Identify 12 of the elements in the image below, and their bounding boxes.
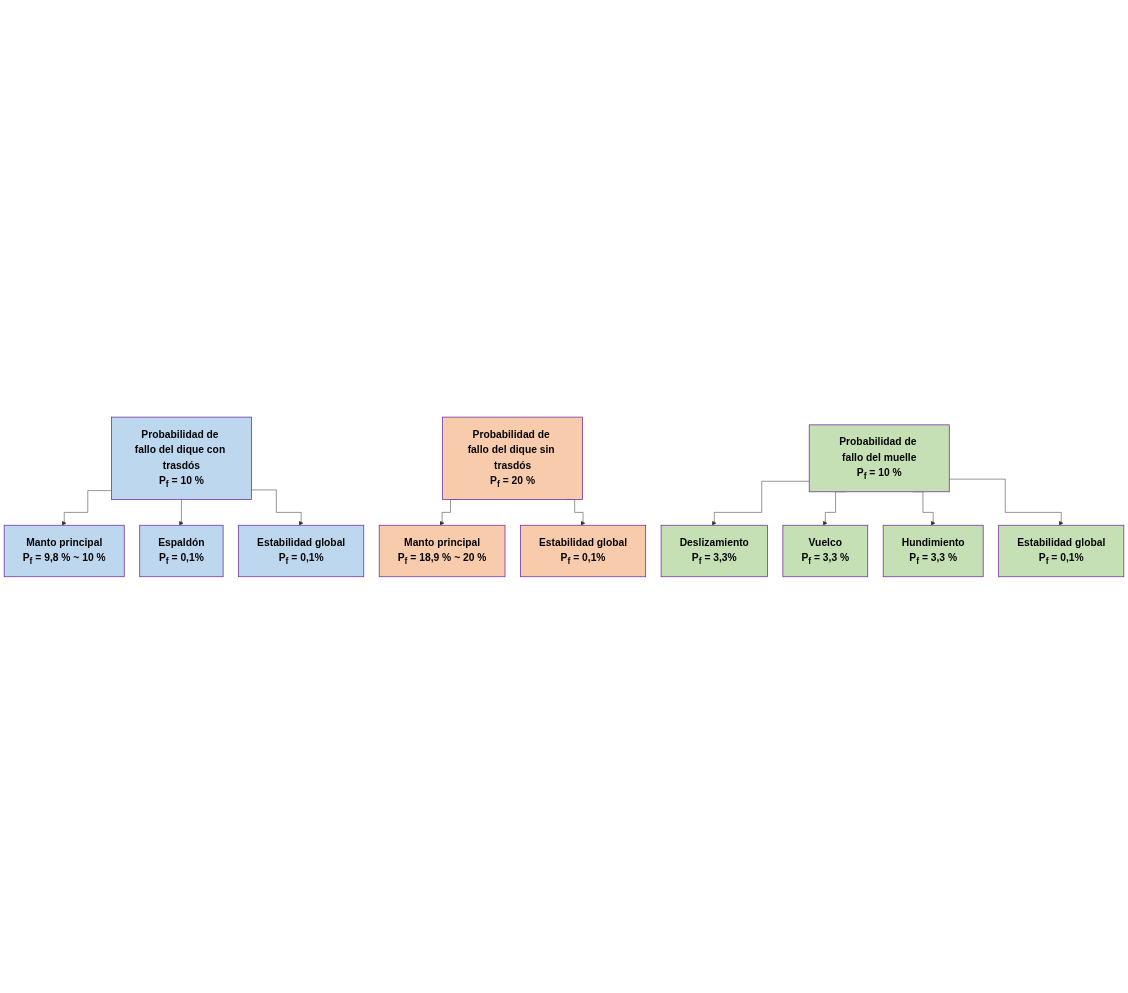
node-box: Hundimiento P$_{f}$ = 3,3 % bbox=[882, 524, 984, 577]
node-box: Manto principal P$_{f}$ = 18,9 % ~ 20 % bbox=[378, 524, 506, 577]
node-box: Manto principal P$_{f}$ = 9,8 % ~ 10 % bbox=[3, 524, 125, 577]
node-box: Vuelco P$_{f}$ = 3,3 % bbox=[782, 524, 869, 577]
node-box: Probabilidad de fallo del dique sin trasdós P$_{f}$ = 20 % bbox=[442, 416, 583, 500]
node-box: Probabilidad de fallo del dique con trasdós P$_{f}$ = 10 % bbox=[111, 416, 252, 500]
node-box: Probabilidad de fallo del muelle P$_{f}$ = 10 % bbox=[808, 424, 950, 492]
node-box: Estabilidad global P$_{f}$ = 0,1% bbox=[520, 524, 647, 577]
node-box: Deslizamiento P$_{f}$ = 3,3% bbox=[660, 524, 768, 577]
node-box: Estabilidad global P$_{f}$ = 0,1% bbox=[998, 524, 1125, 577]
node-box: Estabilidad global P$_{f}$ = 0,1% bbox=[238, 524, 365, 577]
node-box: Espaldón P$_{f}$ = 0,1% bbox=[139, 524, 224, 577]
